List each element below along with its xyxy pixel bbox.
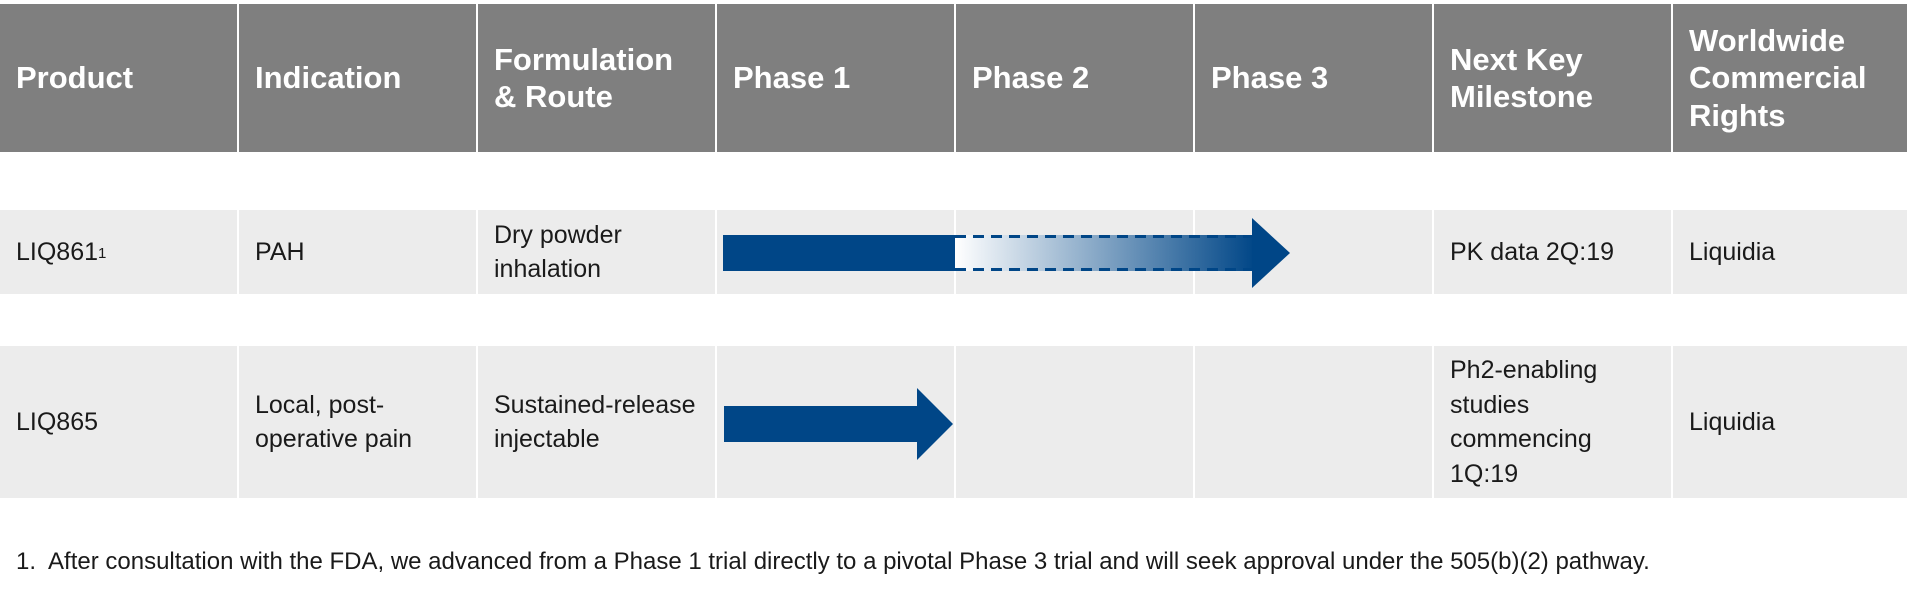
- row-spacer: [0, 152, 1909, 210]
- row-spacer: [0, 294, 1909, 346]
- header-commercial-rights: Worldwide Commercial Rights: [1673, 4, 1909, 152]
- header-formulation-route: Formulation & Route: [478, 4, 717, 152]
- header-phase-2: Phase 2: [956, 4, 1195, 152]
- pipeline-table: Product Indication Formulation & Route P…: [0, 4, 1909, 498]
- phase-1-cell: [717, 210, 956, 294]
- header-indication: Indication: [239, 4, 478, 152]
- phase-2-cell: [956, 210, 1195, 294]
- phase-1-cell: [717, 346, 956, 498]
- footnote-marker: 1: [98, 244, 107, 262]
- phase-3-cell: [1195, 210, 1434, 294]
- table-row-liq861-formulation: Dry powder inhalation: [478, 210, 717, 294]
- header-phase-1: Phase 1: [717, 4, 956, 152]
- table-row-liq865-formulation: Sustained-release injectable: [478, 346, 717, 498]
- header-phase-3: Phase 3: [1195, 4, 1434, 152]
- table-row-liq865-milestone: Ph2-enabling studies commencing 1Q:19: [1434, 346, 1673, 498]
- table-row-liq861-rights: Liquidia: [1673, 210, 1909, 294]
- phase-3-cell: [1195, 346, 1434, 498]
- header-product: Product: [0, 4, 239, 152]
- footnote-number: 1.: [16, 548, 37, 575]
- footnote: 1. After consultation with the FDA, we ad…: [16, 548, 1650, 576]
- table-row-liq861-indication: PAH: [239, 210, 478, 294]
- table-row-liq865-indication: Local, post-operative pain: [239, 346, 478, 498]
- product-name: LIQ861: [16, 237, 99, 266]
- footnote-text: After consultation with the FDA, we adva…: [48, 548, 1650, 575]
- phase-2-cell: [956, 346, 1195, 498]
- table-row-liq861-milestone: PK data 2Q:19: [1434, 210, 1673, 294]
- table-row-liq865-rights: Liquidia: [1673, 346, 1909, 498]
- table-row-liq865-product: LIQ865: [0, 346, 239, 498]
- header-next-key-milestone: Next Key Milestone: [1434, 4, 1673, 152]
